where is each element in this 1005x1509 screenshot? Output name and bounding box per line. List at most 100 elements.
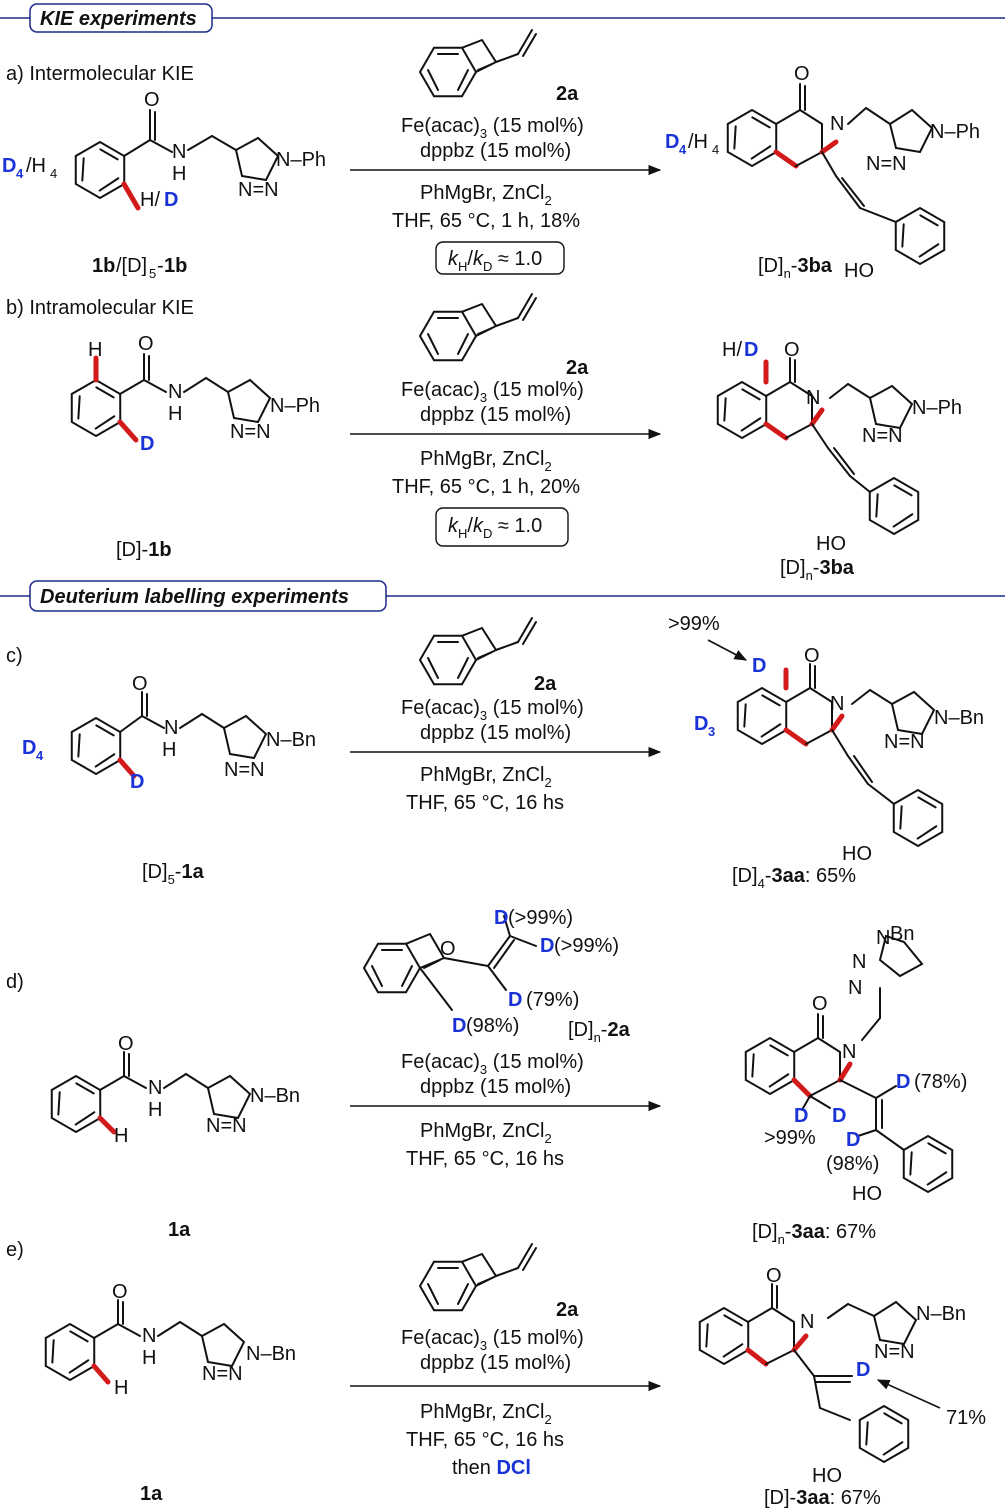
b-cond-thf: THF, 65 °C, 1 h, 20% [392,476,580,498]
svg-text:D: D [744,339,758,361]
svg-text:D: D [540,935,554,957]
svg-text:D: D [832,1105,846,1127]
svg-text:HO: HO [852,1183,882,1205]
a-cond-fe: Fe(acac)3 (15 mol%) [401,115,584,141]
panel-c-product: >99% D D 3 O N N=N N–Bn HO [668,613,984,865]
e-sm-name: 1a [140,1483,163,1505]
svg-text:1b: 1b [92,255,115,277]
a-sm-d4: D [2,155,16,177]
e-reagent-2a [420,1244,536,1310]
svg-text:O: O [132,673,148,695]
panel-d-product: N Bn N N O N D D >99% D (78%) D (98%) HO [732,923,967,1205]
svg-text:D: D [22,737,36,759]
a-sm-phenyl: N–Ph [276,149,326,171]
svg-text:O: O [440,938,456,960]
svg-text:H: H [88,339,102,361]
deut-header-box [29,580,387,612]
svg-text:N=N: N=N [202,1363,243,1385]
a-sm-d4-sub: 4 [16,166,24,181]
b-cond-dppbz: dppbz (15 mol%) [420,404,571,426]
svg-text:O: O [804,645,820,667]
c-cond-thf: THF, 65 °C, 16 hs [406,792,564,814]
d-cond-fe: Fe(acac)3 (15 mol%) [401,1051,584,1077]
panel-e-label: e) [6,1239,24,1261]
c-sm-name: [D]5-1a [142,861,205,887]
panel-c-starting-material: D D 4 O N H N=N N–Bn [22,673,316,793]
b-kie-box [435,507,569,547]
b-cond-grignard: PhMgBr, ZnCl2 [420,448,552,474]
svg-text:N–Ph: N–Ph [912,397,962,419]
svg-text:HO: HO [842,843,872,865]
svg-text:H/: H/ [722,339,742,361]
c-cond-fe: Fe(acac)3 (15 mol%) [401,697,584,723]
svg-text:3: 3 [708,724,715,739]
panel-e-starting-material: H O N H N=N N–Bn [32,1281,296,1399]
c-reagent-2a [420,618,536,684]
svg-text:1b: 1b [164,255,187,277]
panel-d-starting-material: H O N H N=N N–Bn [38,1033,300,1147]
svg-text:4: 4 [712,142,719,157]
svg-text:4: 4 [679,142,687,157]
svg-text:N=N: N=N [884,731,925,753]
svg-text:(>99%): (>99%) [554,935,619,957]
svg-text:N–Bn: N–Bn [916,1303,966,1325]
panel-a-sm-name: 1b /[D] 5 - 1b [92,255,187,281]
svg-text:>99%: >99% [668,613,720,635]
a-sm-hd-d: D [164,189,178,211]
b-kie-value: kH/kD ≈ 1.0 [448,515,542,541]
svg-text:N=N: N=N [206,1115,247,1137]
a-reagent-2a [420,30,536,96]
b-reagent-2a [420,294,536,360]
svg-text:O: O [812,993,828,1015]
svg-text:(79%): (79%) [526,989,579,1011]
svg-text:HO: HO [812,1465,842,1487]
svg-text:D: D [694,713,708,735]
svg-text:N=N: N=N [874,1341,915,1363]
b-cond-fe: Fe(acac)3 (15 mol%) [401,379,584,405]
d-reagent-labelled-2a: O D (>99%) D (>99%) D (79%) D (98%) [363,907,619,1037]
svg-text:/[D]: /[D] [116,255,147,277]
svg-text:N: N [164,717,178,739]
svg-text:D: D [494,907,508,929]
a-sm-oxygen: O [144,89,160,111]
svg-text:HO: HO [816,533,846,555]
svg-text:(>99%): (>99%) [508,907,573,929]
e-reagent-label: 2a [556,1299,579,1321]
e-cond-thf: THF, 65 °C, 16 hs [406,1429,564,1451]
svg-text:O: O [784,339,800,361]
svg-text:N: N [830,693,844,715]
svg-text:D: D [140,433,154,455]
svg-text:HO: HO [844,260,874,282]
d-cond-grignard: PhMgBr, ZnCl2 [420,1120,552,1146]
svg-text:D: D [794,1105,808,1127]
b-reagent-label: 2a [566,357,589,379]
b-sm-name: [D]-1b [116,539,172,561]
svg-text:N: N [806,387,820,409]
svg-text:N=N: N=N [862,425,903,447]
panel-b-product: H/ D O N N=N N–Ph HO [704,339,962,555]
a-sm-h4-sub: 4 [50,166,57,181]
svg-text:N=N: N=N [866,153,907,175]
svg-text:N: N [142,1325,156,1347]
svg-text:D: D [452,1015,466,1037]
c-product-name: [D]4-3aa: 65% [732,865,856,891]
svg-text:N–Bn: N–Bn [246,1343,296,1365]
deut-header: Deuterium labelling experiments [40,586,349,608]
svg-text:D: D [896,1071,910,1093]
e-cond-dcl: then DCl [452,1457,531,1479]
svg-text:O: O [138,333,154,355]
svg-text:O: O [118,1033,134,1055]
kie-header: KIE experiments [40,8,197,30]
e-cond-grignard: PhMgBr, ZnCl2 [420,1401,552,1427]
panel-e-product: O N D HO N=N N–Bn 71% [686,1265,986,1487]
panel-a-label: a) Intermolecular KIE [6,63,194,85]
svg-text:N–Bn: N–Bn [934,707,984,729]
a-sm-nh: H [172,163,186,185]
d-reagent-name: [D]n-2a [568,1019,631,1045]
svg-text:D: D [856,1359,870,1381]
svg-text:N=N: N=N [230,421,271,443]
panel-d-label: d) [6,971,24,993]
svg-text:H: H [168,403,182,425]
a-sm-nitrogen: N [172,141,186,163]
svg-text:H: H [114,1125,128,1147]
